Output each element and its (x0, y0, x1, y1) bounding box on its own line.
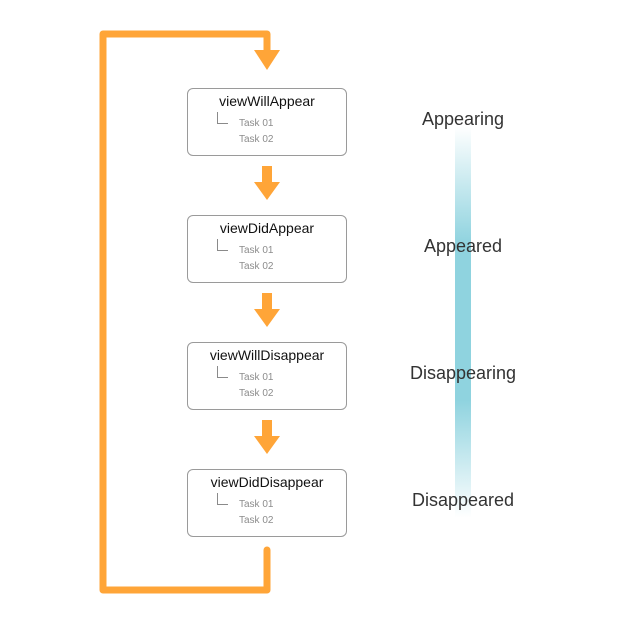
loop-back-arrow (99, 30, 271, 594)
method-name: viewWillDisappear (209, 347, 325, 363)
phase-timeline-bar (455, 126, 471, 518)
tree-branch-icon (217, 366, 228, 378)
method-name: viewDidAppear (219, 220, 315, 236)
loop-back-arrowhead (254, 50, 280, 70)
method-name: viewDidDisappear (210, 474, 324, 490)
phase-label-appearing: Appearing (421, 109, 505, 129)
phase-label-appeared: Appeared (423, 236, 503, 256)
task-item: Task 01 (239, 118, 274, 129)
task-item: Task 02 (239, 261, 274, 272)
tree-branch-icon (217, 239, 228, 251)
transition-arrow-2 (254, 293, 280, 327)
transition-arrow-3 (254, 420, 280, 454)
phase-label-disappearing: Disappearing (409, 363, 517, 383)
state-box-view-did-disappear: viewDidDisappear Task 01 Task 02 (187, 469, 347, 537)
state-box-view-will-appear: viewWillAppear Task 01 Task 02 (187, 88, 347, 156)
task-item: Task 02 (239, 134, 274, 145)
task-item: Task 02 (239, 388, 274, 399)
method-name: viewWillAppear (219, 93, 315, 109)
state-box-view-will-disappear: viewWillDisappear Task 01 Task 02 (187, 342, 347, 410)
tree-branch-icon (217, 493, 228, 505)
task-item: Task 01 (239, 372, 274, 383)
task-item: Task 01 (239, 499, 274, 510)
task-item: Task 01 (239, 245, 274, 256)
state-box-view-did-appear: viewDidAppear Task 01 Task 02 (187, 215, 347, 283)
transition-arrow-1 (254, 166, 280, 200)
task-item: Task 02 (239, 515, 274, 526)
phase-label-disappeared: Disappeared (411, 490, 515, 510)
tree-branch-icon (217, 112, 228, 124)
